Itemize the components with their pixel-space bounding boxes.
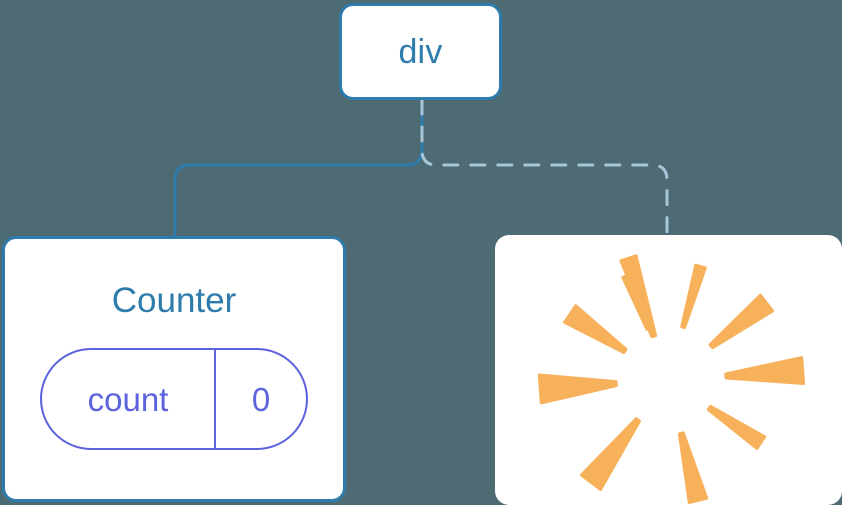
sparkle-ray-5 [706, 404, 767, 450]
edge-div-to-sparkle [420, 98, 669, 239]
div-node-label: div [398, 32, 443, 71]
sparkle-ray-6 [677, 431, 709, 504]
edge-div-to-counter [173, 98, 424, 240]
sparkle-ray-4 [724, 356, 806, 386]
state-value: 0 [251, 380, 271, 418]
sparkle-node[interactable] [495, 235, 842, 505]
state-key: count [87, 380, 169, 418]
sparkle-ray-2 [680, 263, 707, 330]
sparkle-ray-7 [579, 417, 642, 491]
state-pill[interactable]: count 0 [40, 348, 308, 450]
sparkle-ray-8 [537, 373, 618, 405]
div-node[interactable]: div [339, 3, 502, 100]
counter-node[interactable]: Counter count 0 [2, 236, 346, 502]
sparkle-ray-9 [563, 304, 628, 355]
sparkle-burst-icon [537, 254, 806, 504]
counter-node-label: Counter [111, 281, 237, 320]
sparkle-ray-3 [708, 293, 775, 350]
state-pill-divider [214, 350, 216, 448]
sparkle-ray-10 [621, 271, 652, 331]
